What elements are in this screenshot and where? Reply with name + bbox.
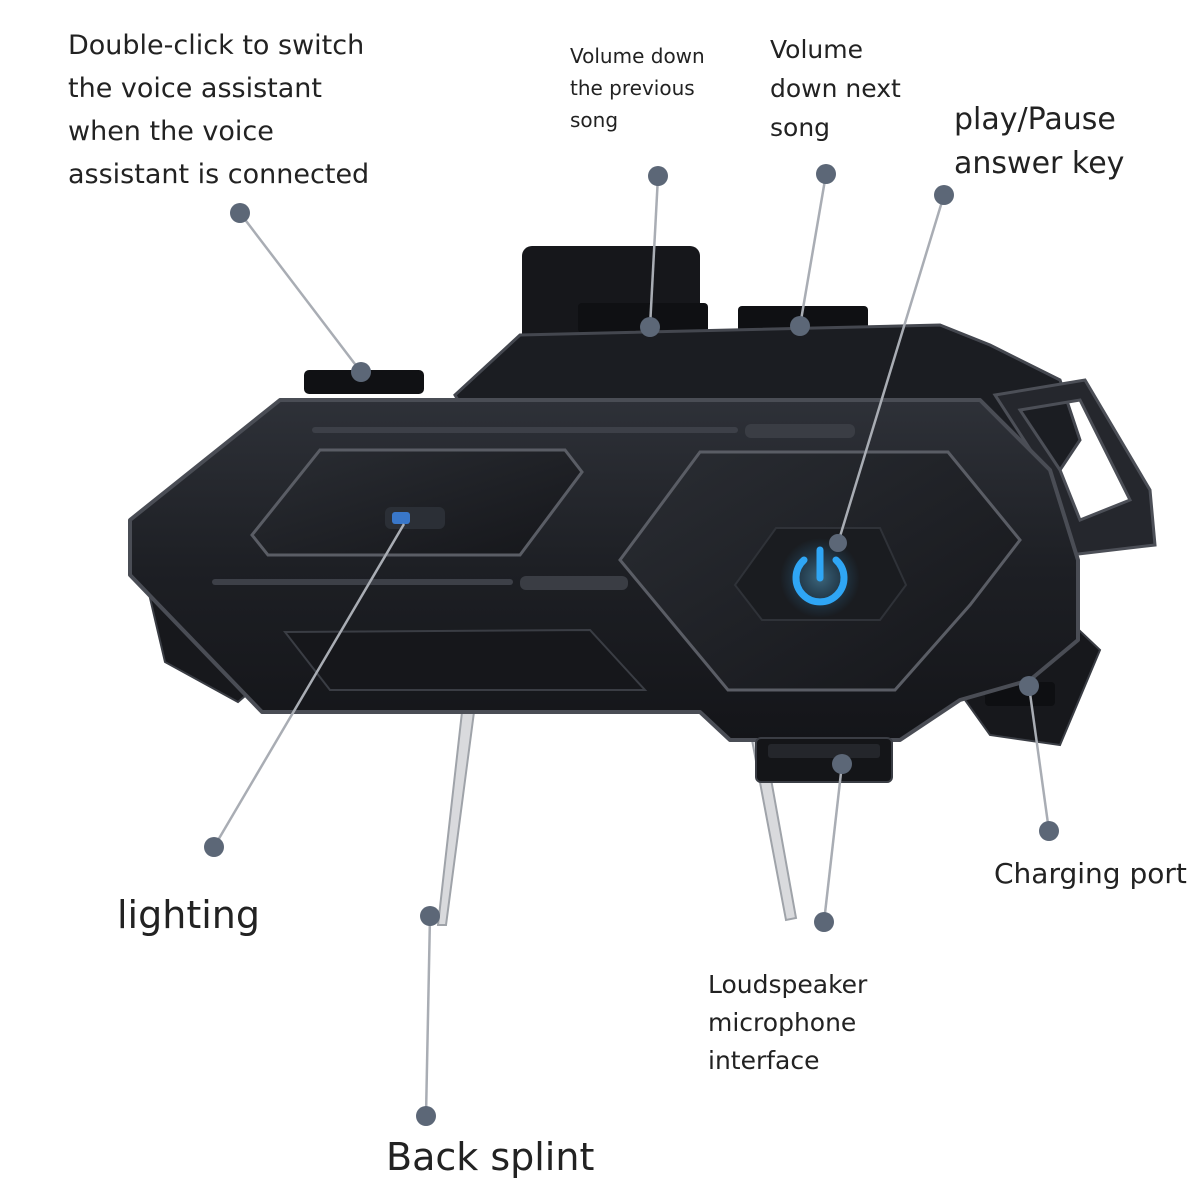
dot-voice-assistant-target [351, 362, 371, 382]
dot-charging-end [1039, 821, 1059, 841]
dot-backsplint-top [420, 906, 440, 926]
left-button-panel [250, 448, 584, 557]
body-grooves [212, 427, 738, 585]
dot-play-end [934, 185, 954, 205]
leader-lines [212, 173, 1051, 1117]
label-lighting: lighting [117, 893, 260, 937]
power-icon [780, 538, 860, 618]
dot-speaker-target [832, 754, 852, 774]
callout-dots [204, 164, 1059, 1126]
label-charging-port: Charging port [994, 857, 1187, 890]
label-volume-down-previous: Volume down the previous song [570, 44, 705, 132]
dot-speaker-end [814, 912, 834, 932]
dot-charging-target [1019, 676, 1039, 696]
grip-ridges [520, 424, 855, 590]
dot-voice-assistant-end [230, 203, 250, 223]
label-voice-assistant: Double-click to switch the voice assista… [68, 30, 370, 190]
dot-vol-prev-end [648, 166, 668, 186]
dot-backsplint-end [416, 1106, 436, 1126]
label-play-pause: play/Pause answer key [954, 102, 1125, 181]
dot-lighting-end [204, 837, 224, 857]
label-back-splint: Back splint [386, 1135, 595, 1179]
lower-plate [282, 628, 648, 691]
dot-play-target [829, 534, 847, 552]
back-splint [436, 711, 798, 926]
label-loudspeaker-microphone: Loudspeaker microphone interface [708, 970, 868, 1075]
dot-vol-prev-target [640, 317, 660, 337]
speaker-mic-connector [755, 737, 893, 783]
label-volume-down-next: Volume down next song [770, 35, 901, 142]
dot-vol-next-target [790, 316, 810, 336]
dot-vol-next-end [816, 164, 836, 184]
